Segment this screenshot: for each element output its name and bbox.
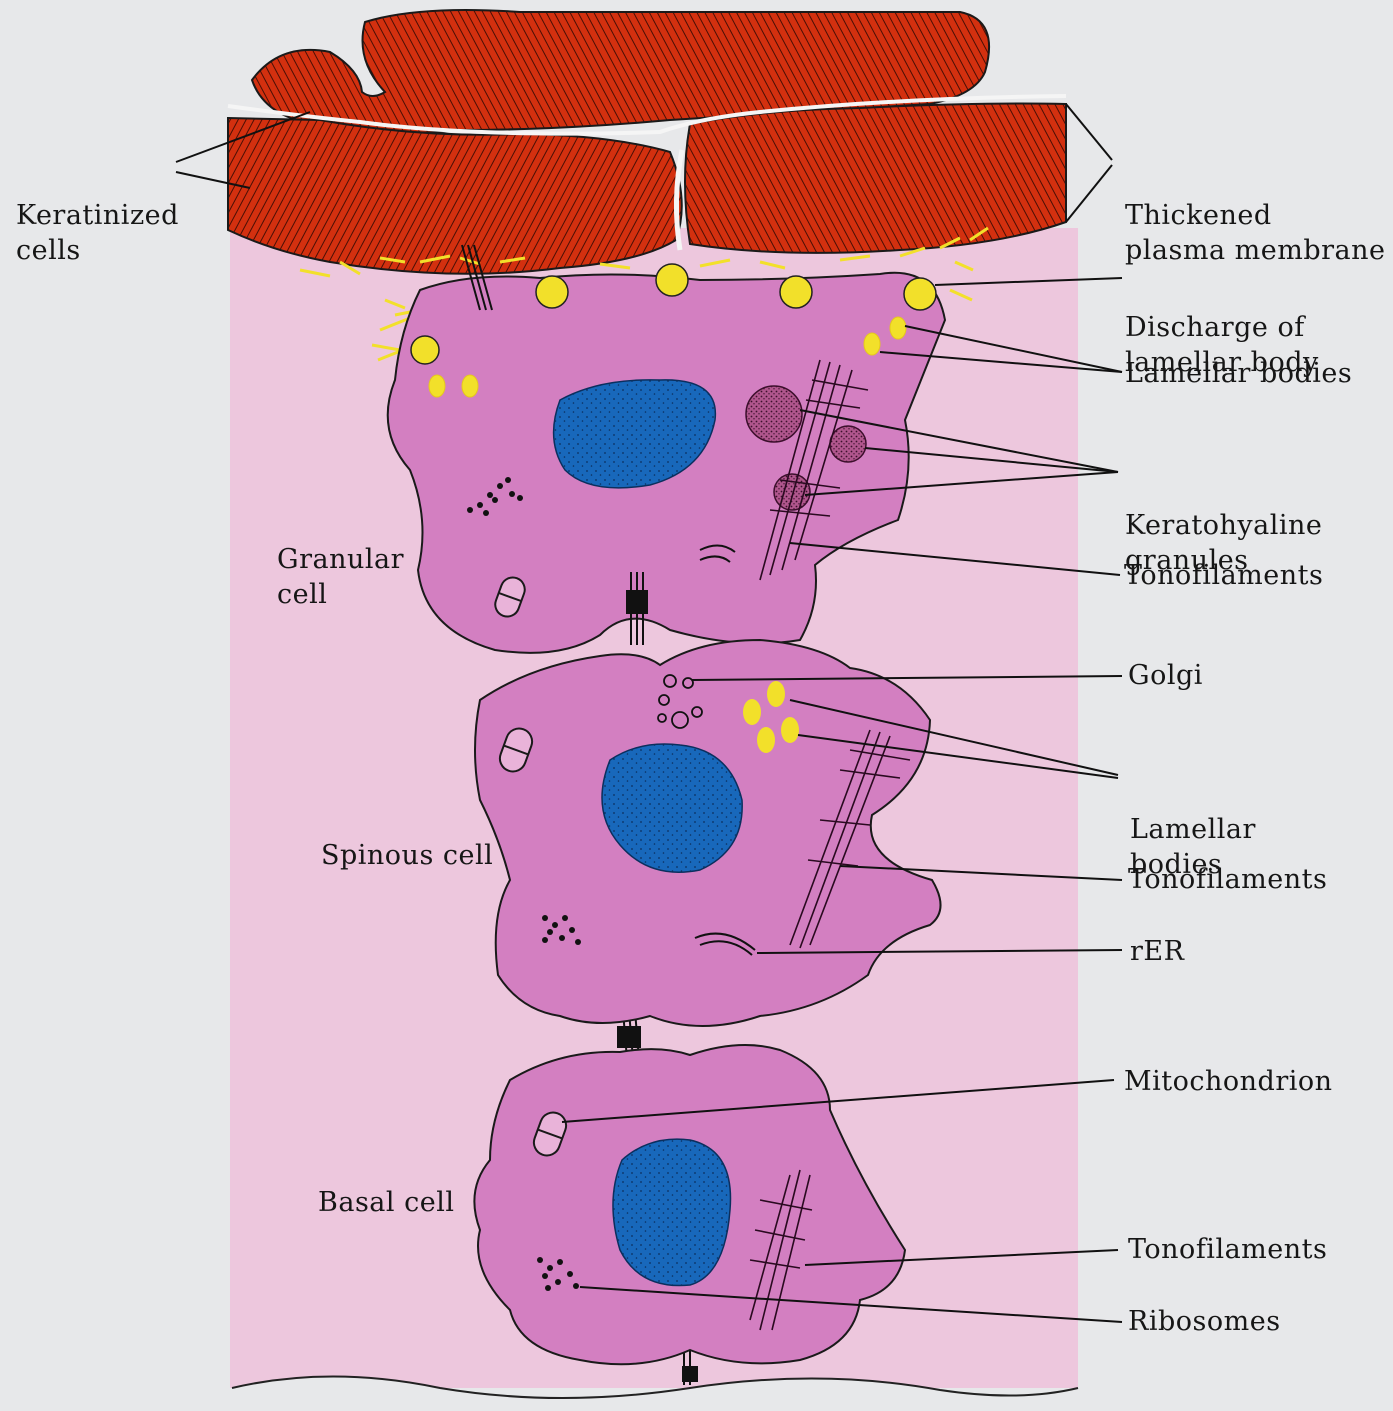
label-rer: rER: [1130, 934, 1184, 969]
label-tonofilaments-granular: Tonofilaments: [1124, 558, 1323, 593]
keratinized-cells: [228, 10, 1066, 274]
label-mitochondrion: Mitochondrion: [1124, 1064, 1333, 1099]
label-spinous-cell: Spinous cell: [321, 838, 493, 873]
label-golgi: Golgi: [1128, 658, 1203, 693]
basal-nucleus: [613, 1139, 731, 1285]
label-tonofilaments-basal: Tonofilaments: [1128, 1232, 1327, 1267]
label-lamellar-bodies-top: Lamellar bodies: [1125, 356, 1352, 391]
label-basal-cell: Basal cell: [318, 1185, 454, 1220]
label-tonofilaments-spinous: Tonofilaments: [1128, 862, 1327, 897]
spinous-cell: [475, 640, 941, 1026]
label-ribosomes: Ribosomes: [1128, 1304, 1281, 1339]
